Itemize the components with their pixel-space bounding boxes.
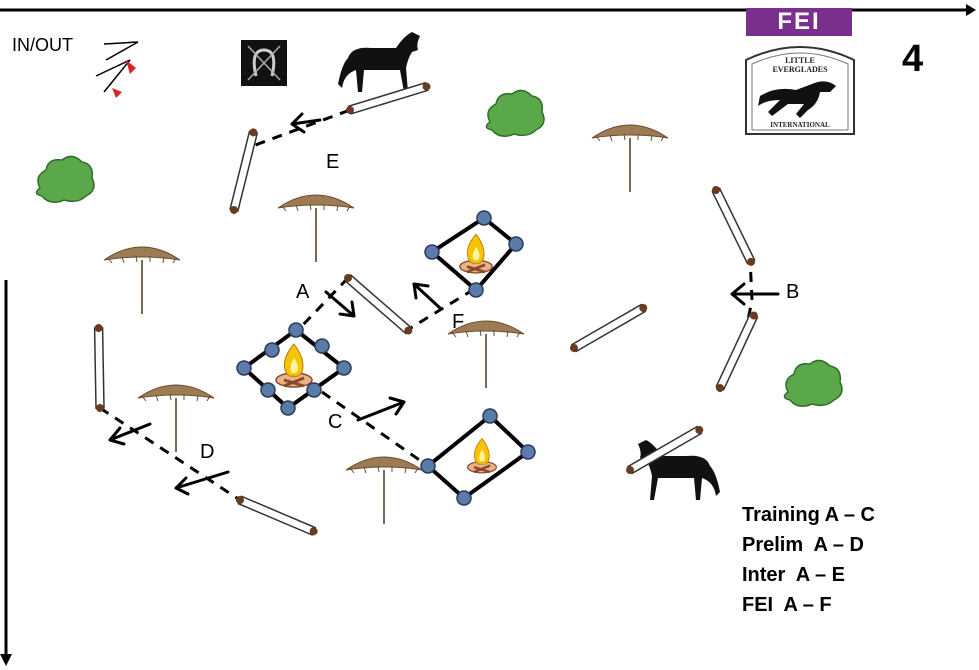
rail-pole: [93, 323, 105, 413]
marker-label-c: C: [328, 411, 343, 433]
horse-icon-top: [338, 32, 420, 92]
fire-pit-obstacle-center: [236, 322, 352, 416]
logo-text-little: LITTLE: [785, 56, 815, 65]
rail-pole: [713, 309, 760, 395]
little-everglades-logo: [745, 46, 855, 135]
arena-border-arrow-right: [966, 4, 976, 16]
marker-label-f: F: [452, 311, 465, 333]
marker-label-b: B: [786, 281, 800, 303]
fire-pit-obstacle-top: [424, 210, 524, 298]
marker-label-e: E: [326, 151, 340, 173]
course-number: 4: [902, 38, 924, 80]
legend-item-fei: FEI A – F: [742, 594, 832, 616]
rail-pole: [709, 183, 758, 269]
little-everglades-badge: LITTLE EVERGLADES INTERNATIONAL: [742, 42, 858, 136]
logo-text-everglades: EVERGLADES: [772, 65, 828, 74]
fire-pit-obstacle-bottom: [420, 408, 536, 506]
bush-icon: [35, 155, 95, 203]
in-out-label: IN/OUT: [12, 35, 73, 55]
logo-text-international: INTERNATIONAL: [770, 121, 830, 129]
umbrella-icon: [345, 456, 423, 525]
rail-pole: [228, 126, 259, 216]
bush-icon: [783, 359, 843, 407]
arena-border-arrow-down: [0, 654, 12, 666]
horseshoe-badge-icon: [241, 40, 287, 86]
rail-pole: [567, 301, 650, 355]
marker-label-d: D: [200, 441, 215, 463]
rail-pole: [234, 494, 320, 538]
direction-arrows: [108, 112, 780, 496]
umbrella-icon: [103, 246, 181, 315]
marker-label-a: A: [296, 281, 310, 303]
fei-logo: FEI: [746, 8, 852, 36]
horse-icon-bottom-right: [638, 440, 720, 500]
in-out-gate-icon: [95, 41, 139, 98]
bush-icon: [485, 89, 545, 137]
umbrella-icon: [591, 124, 669, 193]
legend-item-prelim: Prelim A – D: [742, 534, 864, 556]
legend-item-inter: Inter A – E: [742, 564, 845, 586]
level-legend: Training A – C Prelim A – D Inter A – E …: [742, 500, 875, 620]
umbrella-icon: [277, 194, 355, 263]
legend-item-training: Training A – C: [742, 504, 875, 526]
